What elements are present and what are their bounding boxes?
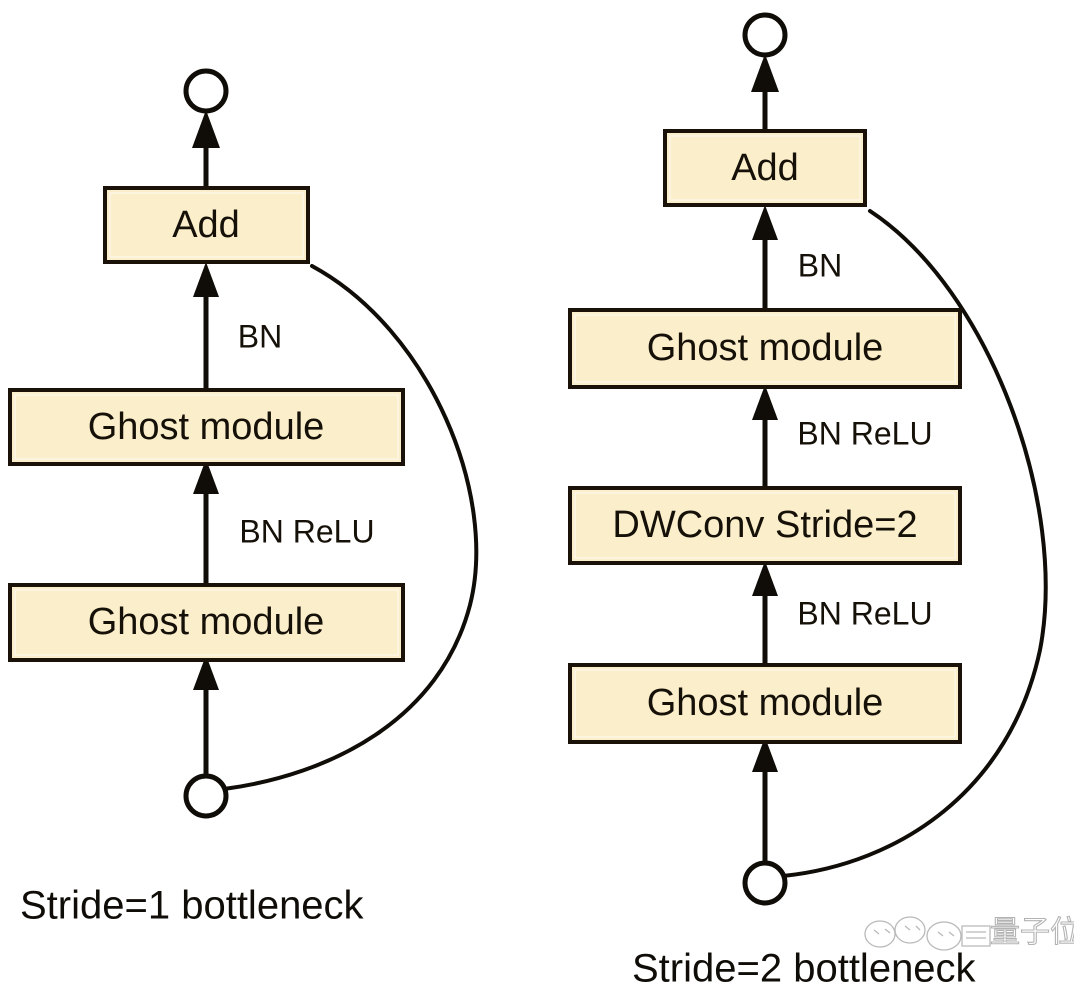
left-residual-skip-curve — [222, 264, 479, 791]
left-diagram-caption: Stride=1 bottleneck — [20, 884, 365, 928]
left-ghost-module-1-label: Ghost module — [88, 406, 325, 448]
right-diagram-caption: Stride=2 bottleneck — [632, 947, 977, 991]
right-box-ghost-module-2: Ghost module — [568, 663, 962, 744]
left-add-box-highlight — [109, 192, 304, 258]
right-arrow-into-ghost-module-1 — [752, 385, 778, 420]
right-add-box-highlight — [669, 135, 861, 201]
right-dwconv-rect — [568, 486, 962, 565]
left-diagram-group: Add BN Ghost module BN ReLU Ghost module — [8, 68, 479, 928]
right-output-circle — [742, 12, 788, 58]
right-edge-label-bn-relu-lower: BN ReLU — [797, 595, 932, 631]
left-ghost-module-1-highlight — [14, 394, 399, 460]
right-ghost-module-1-highlight — [574, 314, 956, 383]
right-box-add: Add — [663, 129, 867, 207]
right-arrow-into-dwconv — [752, 561, 778, 596]
left-arrow-into-add — [193, 262, 219, 297]
right-box-dwconv: DWConv Stride=2 — [568, 486, 962, 565]
right-residual-skip-curve — [781, 209, 1048, 878]
left-output-circle — [183, 68, 229, 114]
left-box-ghost-module-2: Ghost module — [8, 583, 405, 662]
right-dwconv-label: DWConv Stride=2 — [612, 504, 917, 546]
left-ghost-module-2-rect — [8, 583, 405, 662]
right-ghost-module-2-highlight — [574, 669, 956, 738]
right-ghost-module-2-rect — [568, 663, 962, 744]
left-ghost-module-2-highlight — [14, 589, 399, 656]
right-box-ghost-module-1: Ghost module — [568, 308, 962, 389]
left-box-ghost-module-1: Ghost module — [8, 388, 405, 466]
left-arrow-into-ghost-module-1 — [193, 459, 219, 494]
right-edge-label-bn: BN — [798, 247, 842, 283]
right-arrow-into-ghost-module-2 — [752, 737, 778, 772]
right-diagram-group: Add BN Ghost module BN ReLU DWConv Strid… — [568, 12, 1048, 991]
right-input-circle — [742, 860, 788, 906]
left-edge-label-bn-relu: BN ReLU — [239, 513, 374, 549]
left-input-circle — [183, 773, 229, 819]
left-add-label: Add — [172, 204, 240, 246]
right-ghost-module-2-label: Ghost module — [647, 682, 884, 724]
right-arrow-into-output — [751, 54, 779, 92]
left-edge-label-bn: BN — [238, 318, 282, 354]
left-box-add: Add — [103, 186, 310, 264]
right-add-box-rect — [663, 129, 867, 207]
left-arrow-into-output — [192, 110, 220, 148]
right-ghost-module-1-rect — [568, 308, 962, 389]
left-ghost-module-1-rect — [8, 388, 405, 466]
left-add-box-rect — [103, 186, 310, 264]
right-dwconv-highlight — [574, 492, 956, 559]
right-ghost-module-1-label: Ghost module — [647, 327, 884, 369]
right-add-label: Add — [731, 147, 799, 189]
right-edge-label-bn-relu-upper: BN ReLU — [797, 415, 932, 451]
left-ghost-module-2-label: Ghost module — [88, 601, 325, 643]
left-arrow-into-ghost-module-2 — [193, 655, 219, 690]
right-arrow-into-add — [752, 205, 778, 240]
